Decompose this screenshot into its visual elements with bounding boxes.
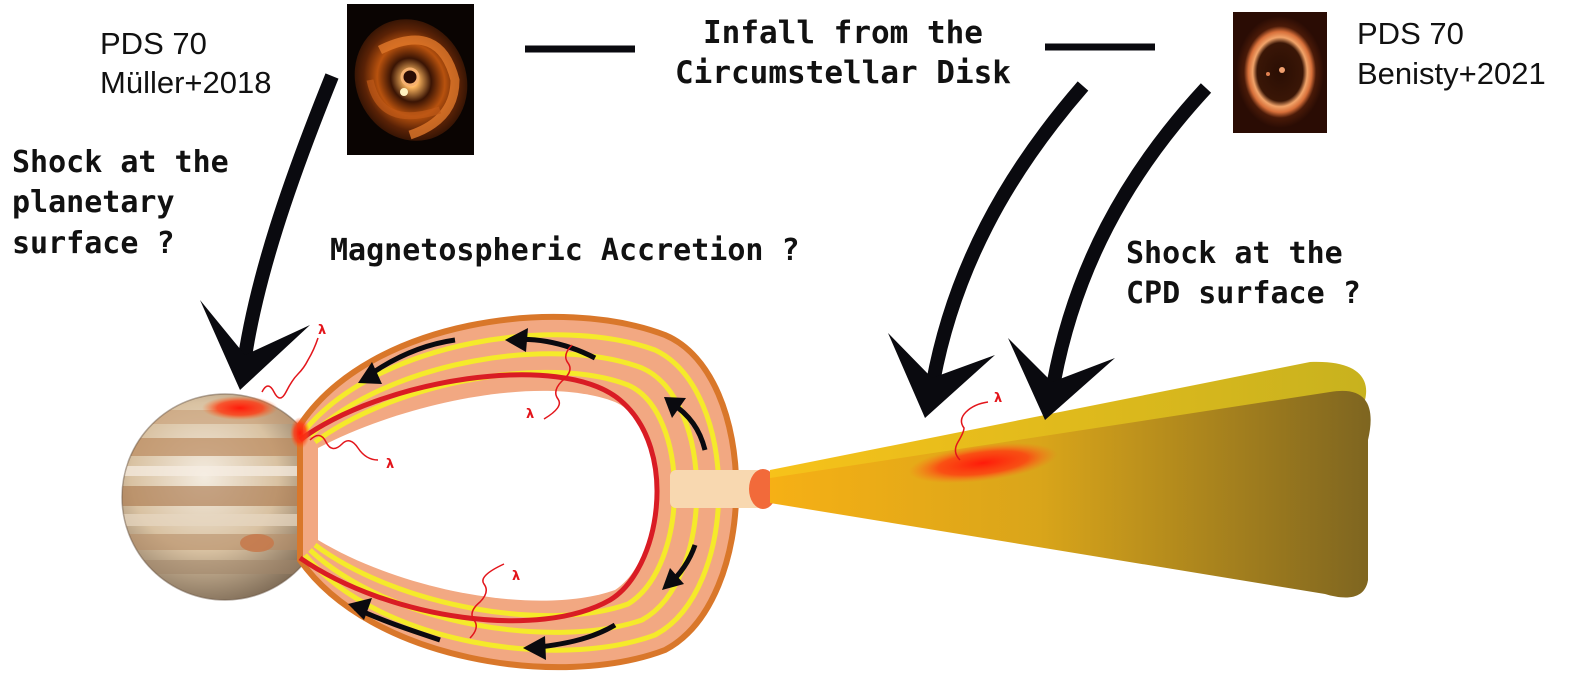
label-benisty: PDS 70 Benisty+2021 — [1357, 16, 1546, 91]
lambda-label-1: λ — [318, 323, 326, 338]
label-infall-line2: Circumstellar Disk — [675, 55, 1011, 91]
label-shock-planet-line1: Shock at the — [12, 145, 229, 180]
label-infall-line1: Infall from the — [703, 15, 983, 51]
label-shock-planet-line3: surface ? — [12, 226, 175, 261]
muller-2018-image — [335, 1, 487, 160]
benisty-2021-image — [1233, 12, 1327, 133]
hotspot-planet-footpoint — [290, 417, 310, 449]
label-infall: Infall from the Circumstellar Disk — [675, 15, 1011, 91]
hotspot-planet-pole — [202, 396, 278, 420]
label-shock-cpd: Shock at the CPD surface ? — [1126, 236, 1361, 311]
lambda-label-5: λ — [994, 391, 1002, 406]
arrow-to-planet-surface — [200, 76, 332, 390]
label-shock-planet-line2: planetary — [12, 185, 175, 220]
cpd-inner-rim — [670, 469, 777, 509]
label-muller-line1: PDS 70 — [100, 26, 207, 61]
label-shock-planet: Shock at the planetary surface ? — [12, 145, 229, 261]
label-magnetospheric: Magnetospheric Accretion ? — [330, 233, 800, 268]
lambda-label-3: λ — [526, 407, 534, 422]
lambda-label-2: λ — [386, 457, 394, 472]
label-benisty-line1: PDS 70 — [1357, 16, 1464, 51]
label-muller-line2: Müller+2018 — [100, 65, 271, 100]
label-benisty-line2: Benisty+2021 — [1357, 56, 1546, 91]
label-shock-cpd-line1: Shock at the — [1126, 236, 1343, 271]
label-muller: PDS 70 Müller+2018 — [100, 26, 271, 100]
label-shock-cpd-line2: CPD surface ? — [1126, 276, 1361, 311]
lambda-label-4: λ — [512, 569, 520, 584]
